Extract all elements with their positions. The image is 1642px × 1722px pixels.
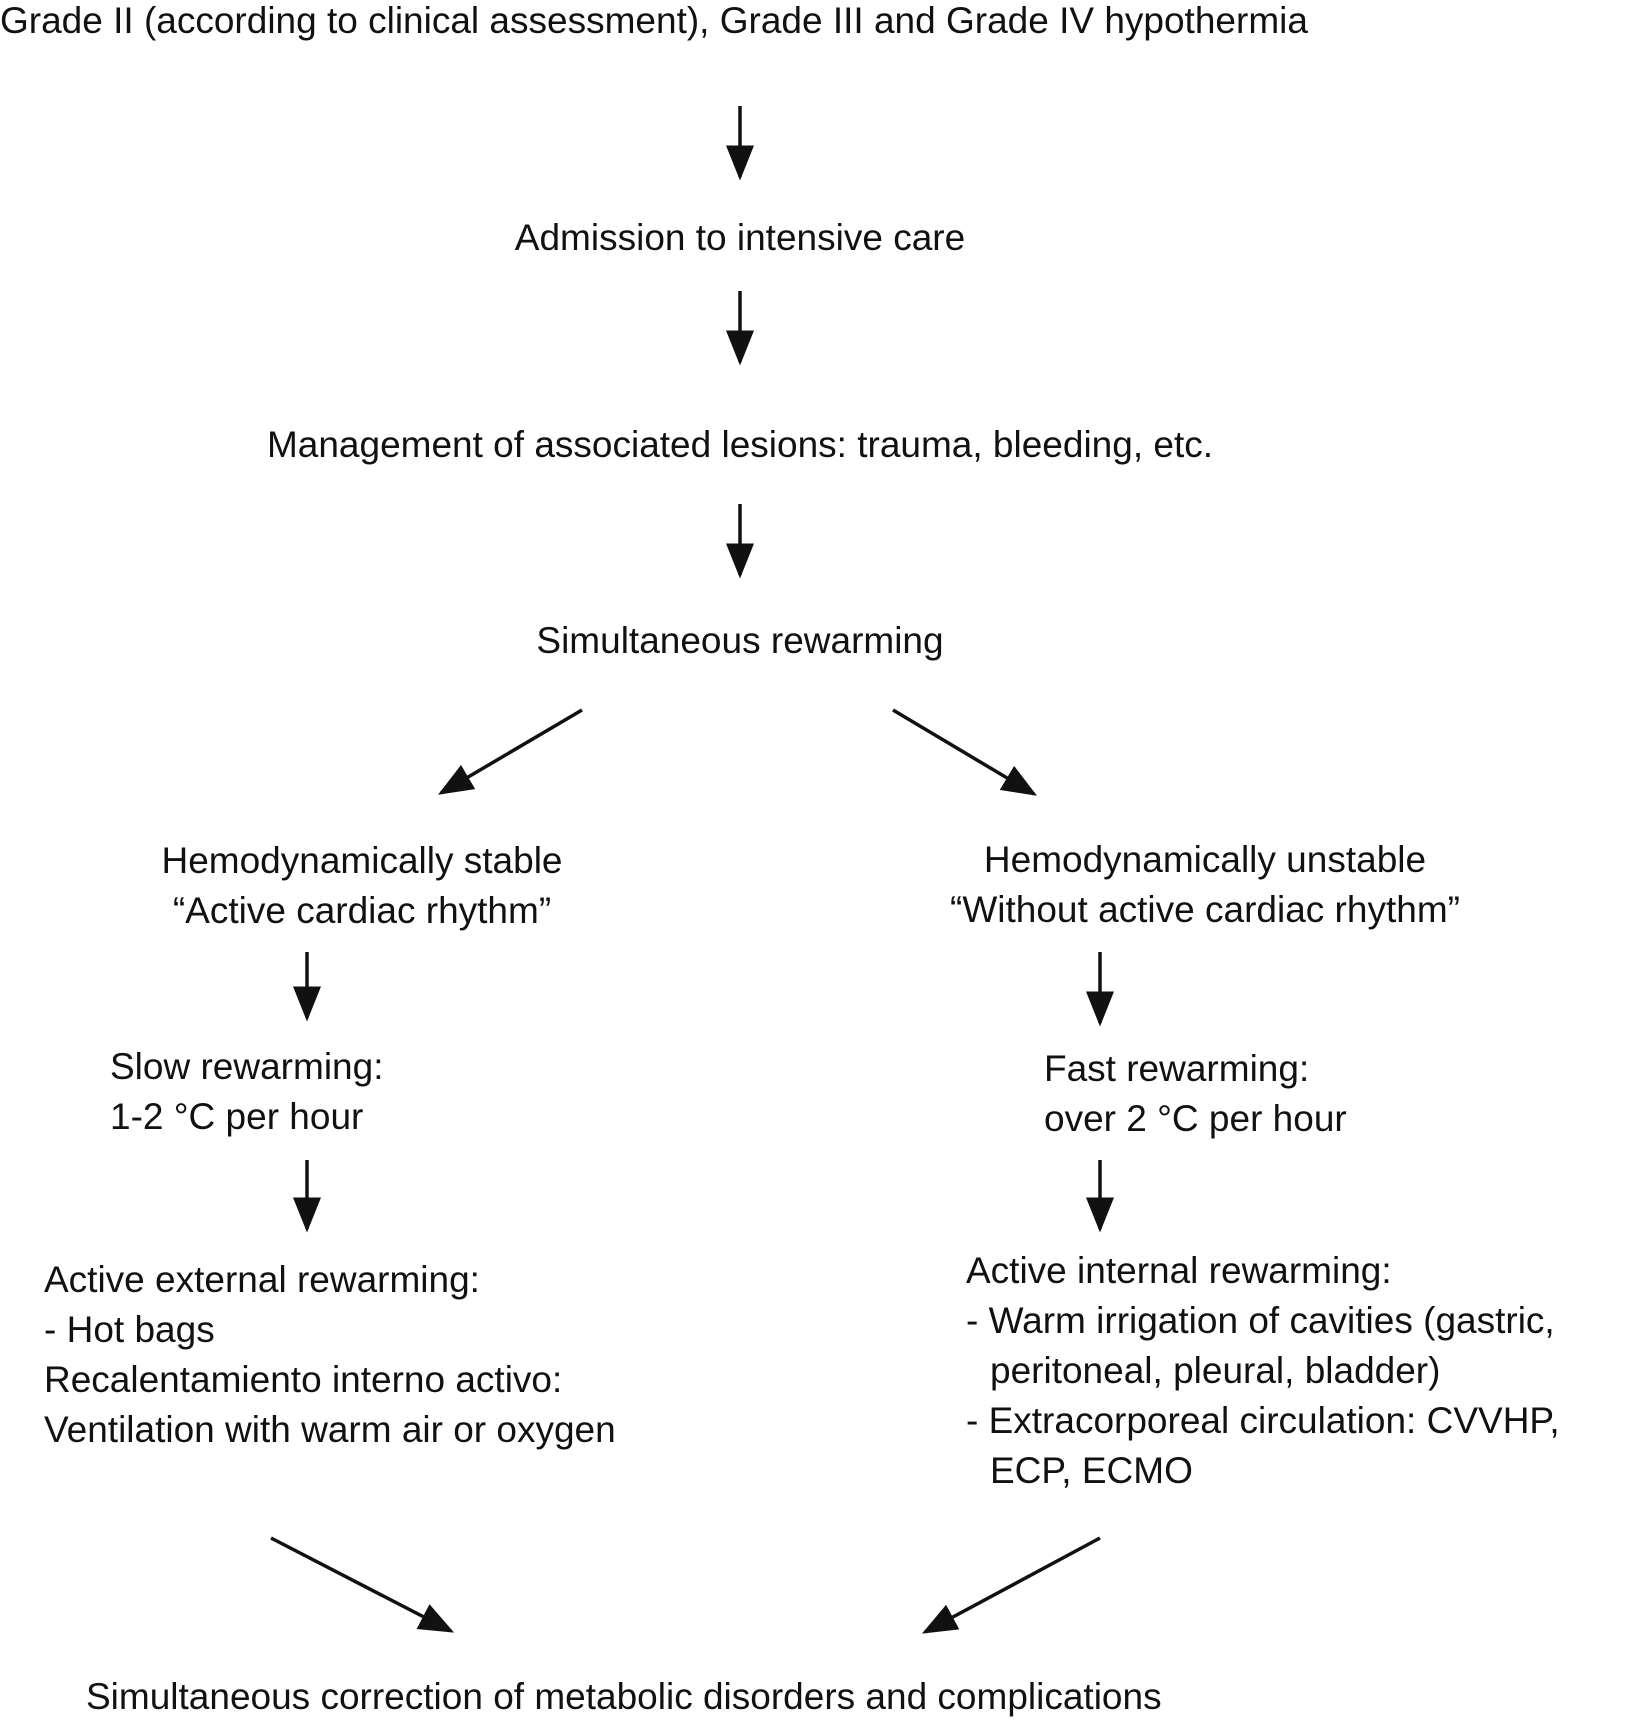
arrow-rewarming-to-unstable (892, 708, 1038, 796)
unstable-line-1: Hemodynamically unstable (983, 839, 1427, 880)
management-node: Management of associated lesions: trauma… (266, 424, 1214, 465)
external-line-3: Recalentamiento interno activo: (44, 1359, 563, 1400)
internal-line-3: peritoneal, pleural, bladder) (990, 1350, 1441, 1391)
final-node: Simultaneous correction of metabolic dis… (86, 1676, 1162, 1717)
external-rewarming-node: Active external rewarming: - Hot bags Re… (44, 1255, 616, 1455)
arrow-internal-to-final (921, 1536, 1101, 1634)
internal-rewarming-node: Active internal rewarming: - Warm irriga… (966, 1246, 1560, 1496)
arrow-external-to-final (270, 1536, 455, 1633)
unstable-node: Hemodynamically unstable “Without active… (910, 835, 1500, 935)
internal-line-4: - Extracorporeal circulation: CVVHP, (966, 1400, 1560, 1441)
fast-line-1: Fast rewarming: (1044, 1048, 1310, 1089)
slow-line-1: Slow rewarming: (110, 1046, 384, 1087)
stable-line-1: Hemodynamically stable (161, 840, 563, 881)
external-line-2: - Hot bags (44, 1309, 215, 1350)
arrow-rewarming-to-stable (437, 708, 583, 795)
fast-rewarming-node: Fast rewarming: over 2 °C per hour (1044, 1044, 1347, 1144)
admission-node: Admission to intensive care (514, 217, 966, 258)
fast-line-2: over 2 °C per hour (1044, 1098, 1347, 1139)
simultaneous-rewarming-node: Simultaneous rewarming (536, 620, 944, 661)
unstable-line-2: “Without active cardiac rhythm” (950, 889, 1460, 930)
slow-line-2: 1-2 °C per hour (110, 1096, 364, 1137)
internal-line-1: Active internal rewarming: (966, 1250, 1392, 1291)
internal-line-5: ECP, ECMO (990, 1450, 1193, 1491)
start-node: Grade II (according to clinical assessme… (0, 0, 1308, 41)
stable-line-2: “Active cardiac rhythm” (172, 890, 552, 931)
external-line-4: Ventilation with warm air or oxygen (44, 1409, 616, 1450)
slow-rewarming-node: Slow rewarming: 1-2 °C per hour (110, 1042, 383, 1142)
external-line-1: Active external rewarming: (44, 1259, 480, 1300)
internal-line-2: - Warm irrigation of cavities (gastric, (966, 1300, 1555, 1341)
stable-node: Hemodynamically stable “Active cardiac r… (137, 836, 587, 936)
